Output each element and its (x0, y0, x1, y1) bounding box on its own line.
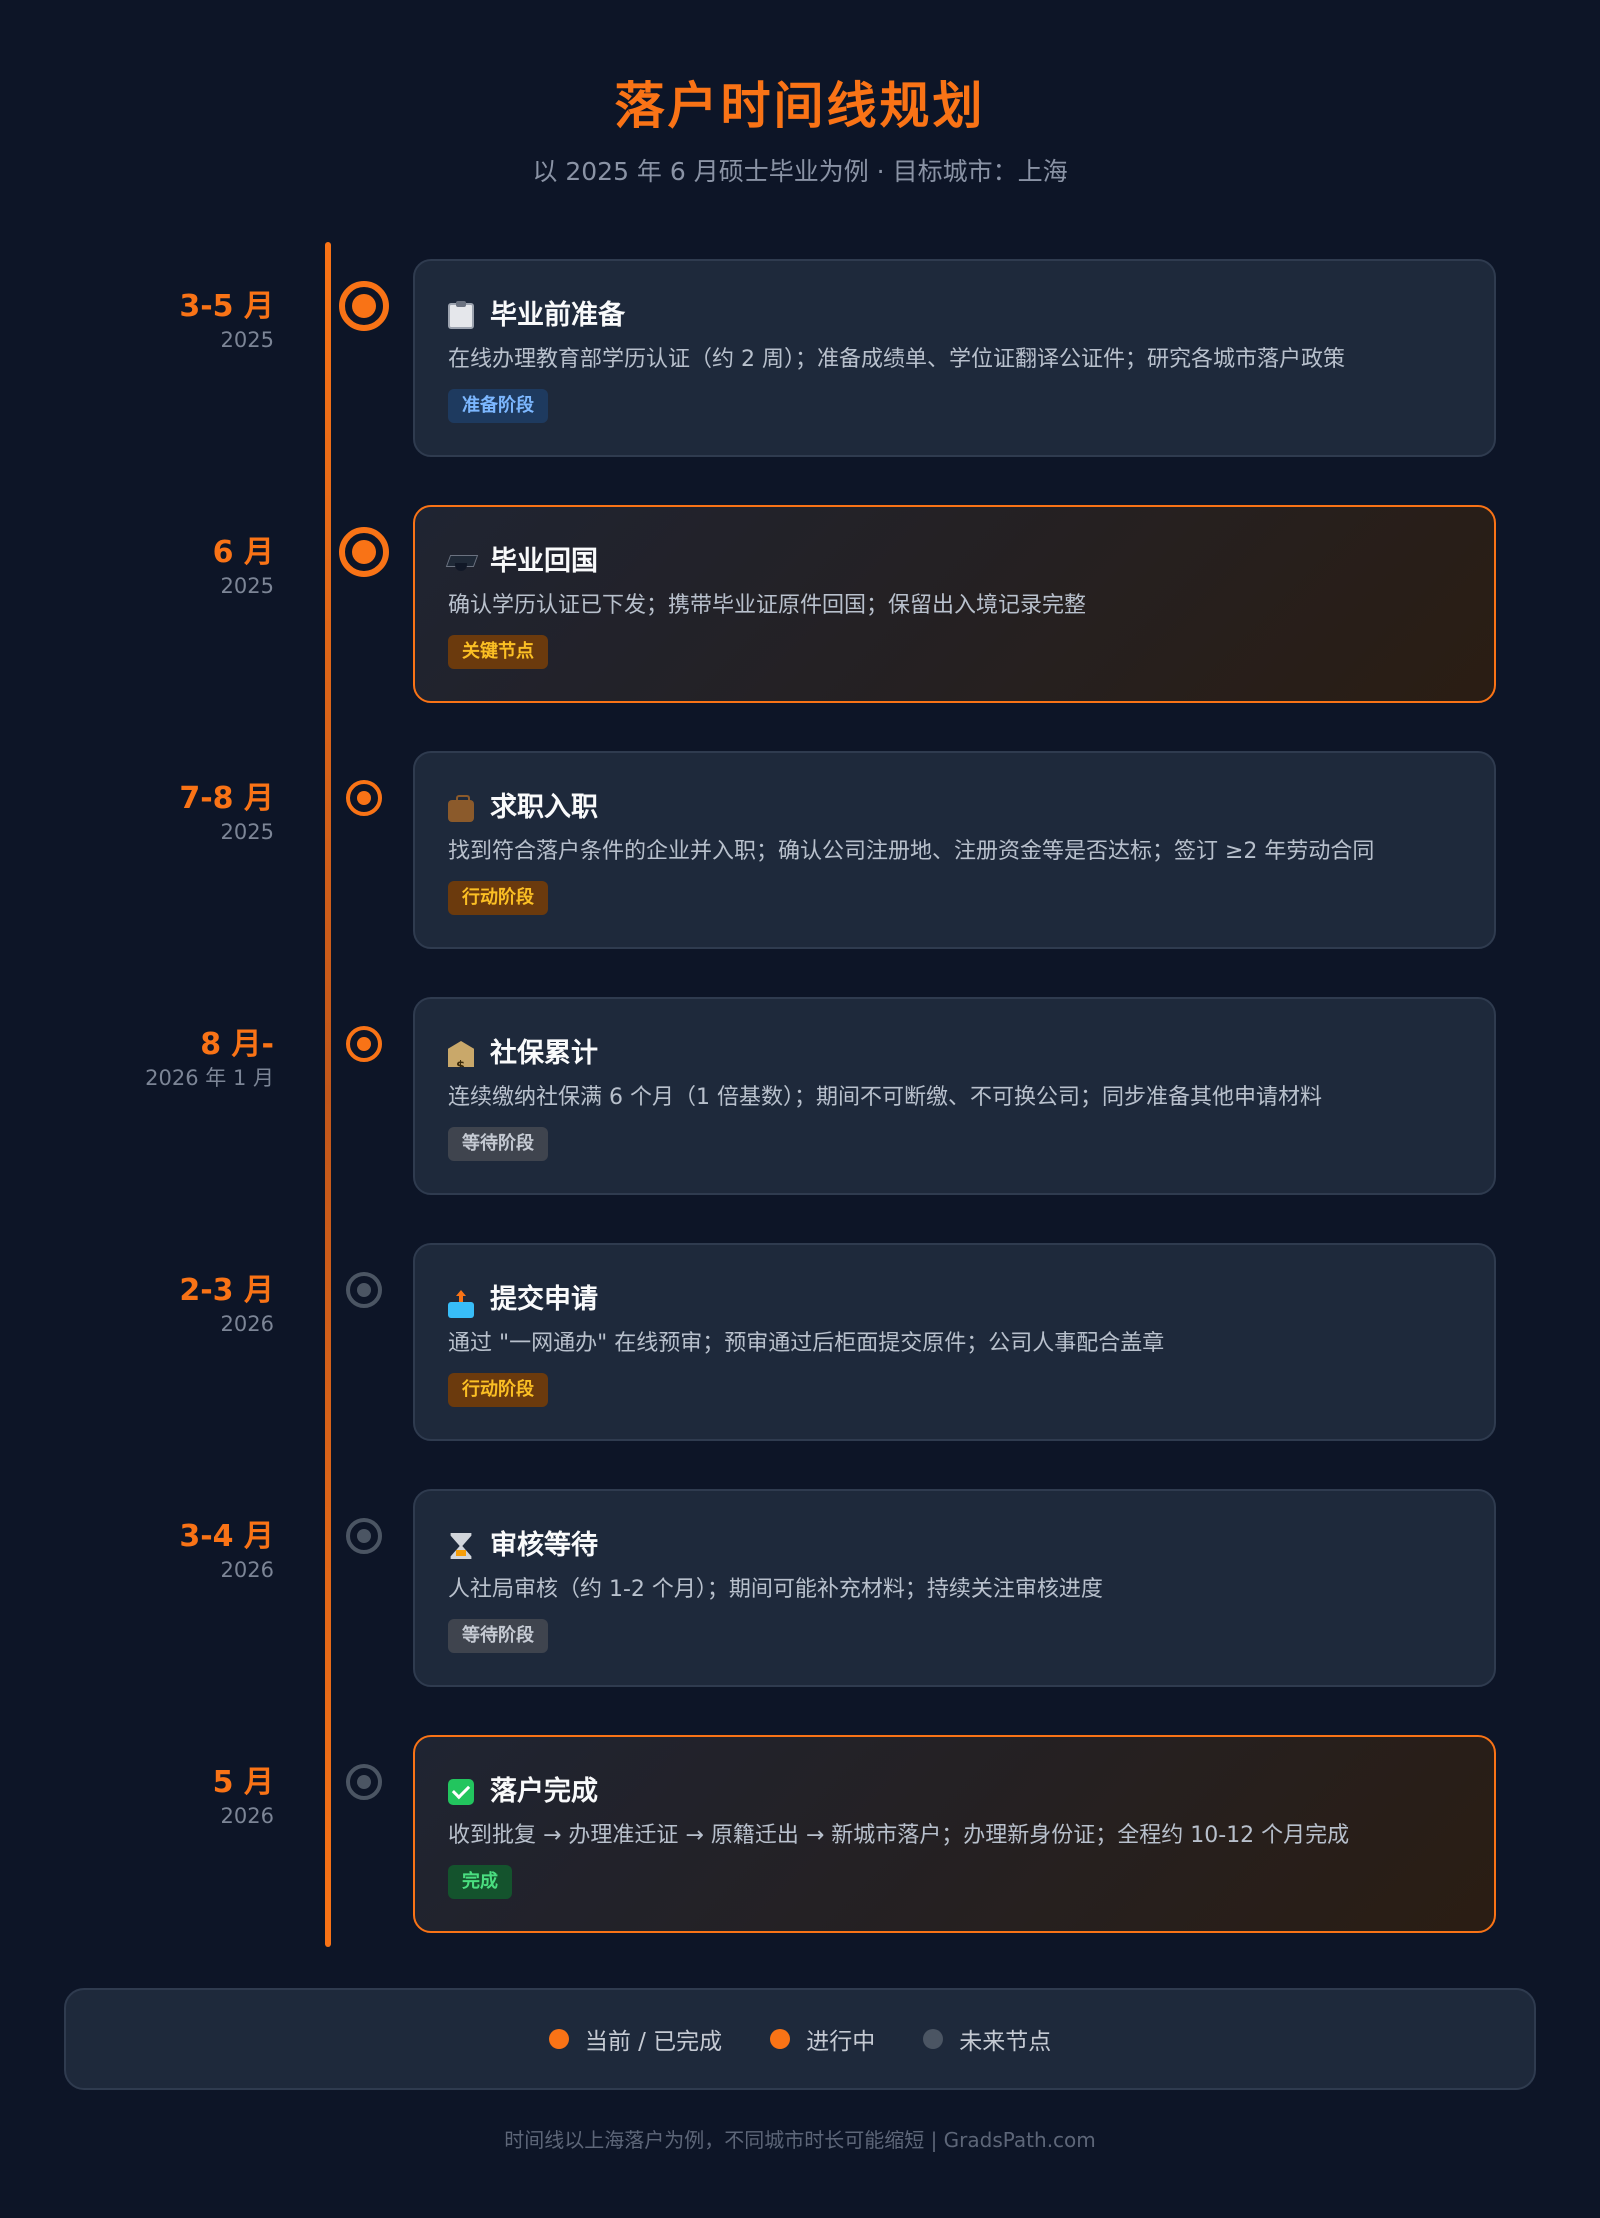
phase-badge: 行动阶段 (448, 881, 548, 915)
footer-note: 时间线以上海落户为例，不同城市时长可能缩短 | GradsPath.com (504, 2128, 1096, 2152)
timeline-dot-current (339, 281, 389, 331)
timeline-item-prep: 3-5 月 2025 毕业前准备 在线办理教育部学历认证（约 2 周）；准备成绩… (0, 259, 1600, 457)
phase-badge: 完成 (448, 1865, 512, 1899)
card-title-text: 毕业回国 (490, 546, 598, 577)
timeline-item-review: 3-4 月 2026 审核等待 人社局审核（约 1-2 个月）；期间可能补充材料… (0, 1489, 1600, 1687)
card-title: 落户完成 (448, 1773, 1462, 1811)
card-description: 收到批复 → 办理准迁证 → 原籍迁出 → 新城市落户；办理新身份证；全程约 1… (448, 1823, 1350, 1848)
card-title: 社保累计 (448, 1035, 1462, 1073)
card-description: 连续缴纳社保满 6 个月（1 倍基数）；期间不可断缴、不可换公司；同步准备其他申… (448, 1085, 1322, 1110)
timeline-dot-future (346, 1764, 382, 1800)
timeline-dot-in-progress (346, 780, 382, 816)
timeline-card: 求职入职 找到符合落户条件的企业并入职；确认公司注册地、注册资金等是否达标；签订… (413, 751, 1496, 949)
timeline-card: 毕业前准备 在线办理教育部学历认证（约 2 周）；准备成绩单、学位证翻译公证件；… (413, 259, 1496, 457)
phase-badge: 关键节点 (448, 635, 548, 669)
page-subtitle: 以 2025 年 6 月硕士毕业为例 · 目标城市：上海 (532, 157, 1068, 186)
legend-label: 未来节点 (959, 2029, 1052, 2055)
date-main: 3-4 月 (179, 1519, 274, 1554)
card-description: 在线办理教育部学历认证（约 2 周）；准备成绩单、学位证翻译公证件；研究各城市落… (448, 347, 1345, 372)
briefcase-icon (448, 795, 474, 822)
timeline-date: 2-3 月 2026 (179, 1273, 274, 1339)
graduation-cap-icon (448, 549, 474, 575)
timeline-date: 8 月- 2026 年 1 月 (145, 1027, 274, 1093)
card-title-text: 求职入职 (490, 792, 598, 823)
card-description: 找到符合落户条件的企业并入职；确认公司注册地、注册资金等是否达标；签订 ≥2 年… (448, 839, 1375, 864)
phase-badge: 行动阶段 (448, 1373, 548, 1407)
legend: 当前 / 已完成 进行中 未来节点 (64, 1988, 1536, 2090)
card-title: 求职入职 (448, 789, 1462, 827)
timeline-date: 3-4 月 2026 (179, 1519, 274, 1585)
timeline-item-complete: 5 月 2026 落户完成 收到批复 → 办理准迁证 → 原籍迁出 → 新城市落… (0, 1735, 1600, 1933)
card-title: 毕业前准备 (448, 297, 1462, 335)
legend-item-current: 当前 / 已完成 (548, 2022, 723, 2056)
timeline-item-graduation: 6 月 2025 毕业回国 确认学历认证已下发；携带毕业证原件回国；保留出入境记… (0, 505, 1600, 703)
date-main: 8 月- (200, 1027, 274, 1062)
card-title-text: 审核等待 (490, 1530, 598, 1561)
card-title: 毕业回国 (448, 543, 1462, 581)
legend-label: 当前 / 已完成 (584, 2029, 723, 2055)
hourglass-icon (450, 1533, 472, 1559)
timeline-date: 7-8 月 2025 (179, 781, 274, 847)
card-title-text: 落户完成 (490, 1776, 598, 1807)
clipboard-icon (448, 301, 474, 329)
timeline-item-job: 7-8 月 2025 求职入职 找到符合落户条件的企业并入职；确认公司注册地、注… (0, 751, 1600, 949)
card-title-text: 提交申请 (490, 1284, 598, 1315)
date-year: 2025 (220, 574, 274, 598)
timeline-date: 5 月 2026 (213, 1765, 274, 1831)
card-title-text: 毕业前准备 (490, 300, 625, 331)
outbox-tray-icon (448, 1302, 474, 1318)
legend-dot (548, 2029, 569, 2049)
card-description: 确认学历认证已下发；携带毕业证原件回国；保留出入境记录完整 (448, 593, 1087, 618)
timeline-dot-future (346, 1518, 382, 1554)
legend-label: 进行中 (806, 2029, 876, 2055)
date-main: 6 月 (212, 535, 274, 570)
date-main: 3-5 月 (179, 289, 274, 324)
phase-badge: 等待阶段 (448, 1127, 548, 1161)
bank-icon (448, 1041, 474, 1067)
timeline-date: 3-5 月 2025 (179, 289, 274, 355)
timeline-dot-future (346, 1272, 382, 1308)
timeline-dot-current (339, 527, 389, 577)
timeline-card-highlighted: 落户完成 收到批复 → 办理准迁证 → 原籍迁出 → 新城市落户；办理新身份证；… (413, 1735, 1496, 1933)
timeline-card: 审核等待 人社局审核（约 1-2 个月）；期间可能补充材料；持续关注审核进度 等… (413, 1489, 1496, 1687)
card-title: 审核等待 (448, 1527, 1462, 1565)
check-mark-icon (448, 1779, 474, 1805)
legend-item-in-progress: 进行中 (770, 2022, 875, 2056)
timeline-card: 社保累计 连续缴纳社保满 6 个月（1 倍基数）；期间不可断缴、不可换公司；同步… (413, 997, 1496, 1195)
date-year: 2026 (220, 1558, 274, 1582)
legend-dot (770, 2029, 791, 2049)
timeline-item-submit: 2-3 月 2026 提交申请 通过 "一网通办" 在线预审；预审通过后柜面提交… (0, 1243, 1600, 1441)
timeline-date: 6 月 2025 (213, 535, 274, 601)
date-year: 2026 年 1 月 (145, 1066, 274, 1090)
timeline-card: 提交申请 通过 "一网通办" 在线预审；预审通过后柜面提交原件；公司人事配合盖章… (413, 1243, 1496, 1441)
date-year: 2025 (220, 820, 274, 844)
legend-item-future: 未来节点 (923, 2022, 1051, 2056)
date-year: 2025 (220, 328, 274, 352)
timeline-item-social-security: 8 月- 2026 年 1 月 社保累计 连续缴纳社保满 6 个月（1 倍基数）… (0, 997, 1600, 1195)
legend-dot (923, 2029, 944, 2049)
date-main: 7-8 月 (179, 781, 274, 816)
phase-badge: 等待阶段 (448, 1619, 548, 1653)
card-description: 通过 "一网通办" 在线预审；预审通过后柜面提交原件；公司人事配合盖章 (448, 1331, 1165, 1356)
card-description: 人社局审核（约 1-2 个月）；期间可能补充材料；持续关注审核进度 (448, 1577, 1103, 1602)
date-year: 2026 (220, 1804, 274, 1828)
phase-badge: 准备阶段 (448, 389, 548, 423)
timeline-card-highlighted: 毕业回国 确认学历认证已下发；携带毕业证原件回国；保留出入境记录完整 关键节点 (413, 505, 1496, 703)
date-main: 5 月 (212, 1765, 274, 1800)
page-title: 落户时间线规划 (614, 77, 986, 135)
date-year: 2026 (220, 1312, 274, 1336)
card-title-text: 社保累计 (490, 1038, 598, 1069)
timeline-dot-in-progress (346, 1026, 382, 1062)
card-title: 提交申请 (448, 1281, 1462, 1319)
date-main: 2-3 月 (179, 1273, 274, 1308)
timeline-line (325, 242, 331, 1947)
